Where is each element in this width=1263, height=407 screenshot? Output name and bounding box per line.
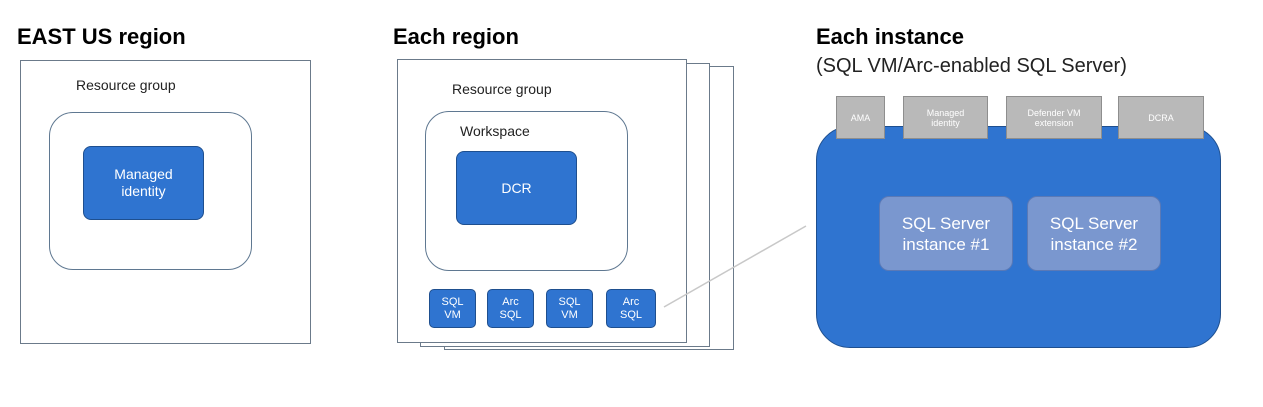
resource-group-container bbox=[49, 112, 252, 270]
sql-server-instance-1: SQL Server instance #1 bbox=[879, 196, 1013, 271]
managed-identity-box: Managed identity bbox=[83, 146, 204, 220]
arc-sql-resource: Arc SQL bbox=[487, 289, 534, 328]
defender-vm-extension-tab: Defender VM extension bbox=[1006, 96, 1102, 139]
each-region-title: Each region bbox=[393, 24, 519, 49]
each-instance-subtitle: (SQL VM/Arc-enabled SQL Server) bbox=[816, 55, 1127, 77]
resource-group-label: Resource group bbox=[452, 81, 552, 97]
sql-server-instance-2: SQL Server instance #2 bbox=[1027, 196, 1161, 271]
arc-sql-resource: Arc SQL bbox=[606, 289, 656, 328]
ama-tab: AMA bbox=[836, 96, 885, 139]
managed-identity-tab: Managed identity bbox=[903, 96, 988, 139]
each-instance-title: Each instance bbox=[816, 24, 964, 49]
dcr-box: DCR bbox=[456, 151, 577, 225]
sql-vm-resource: SQL VM bbox=[429, 289, 476, 328]
sql-vm-resource: SQL VM bbox=[546, 289, 593, 328]
resource-group-label: Resource group bbox=[76, 77, 176, 93]
workspace-label: Workspace bbox=[460, 123, 530, 139]
dcra-tab: DCRA bbox=[1118, 96, 1204, 139]
east-us-region-title: EAST US region bbox=[17, 24, 186, 49]
